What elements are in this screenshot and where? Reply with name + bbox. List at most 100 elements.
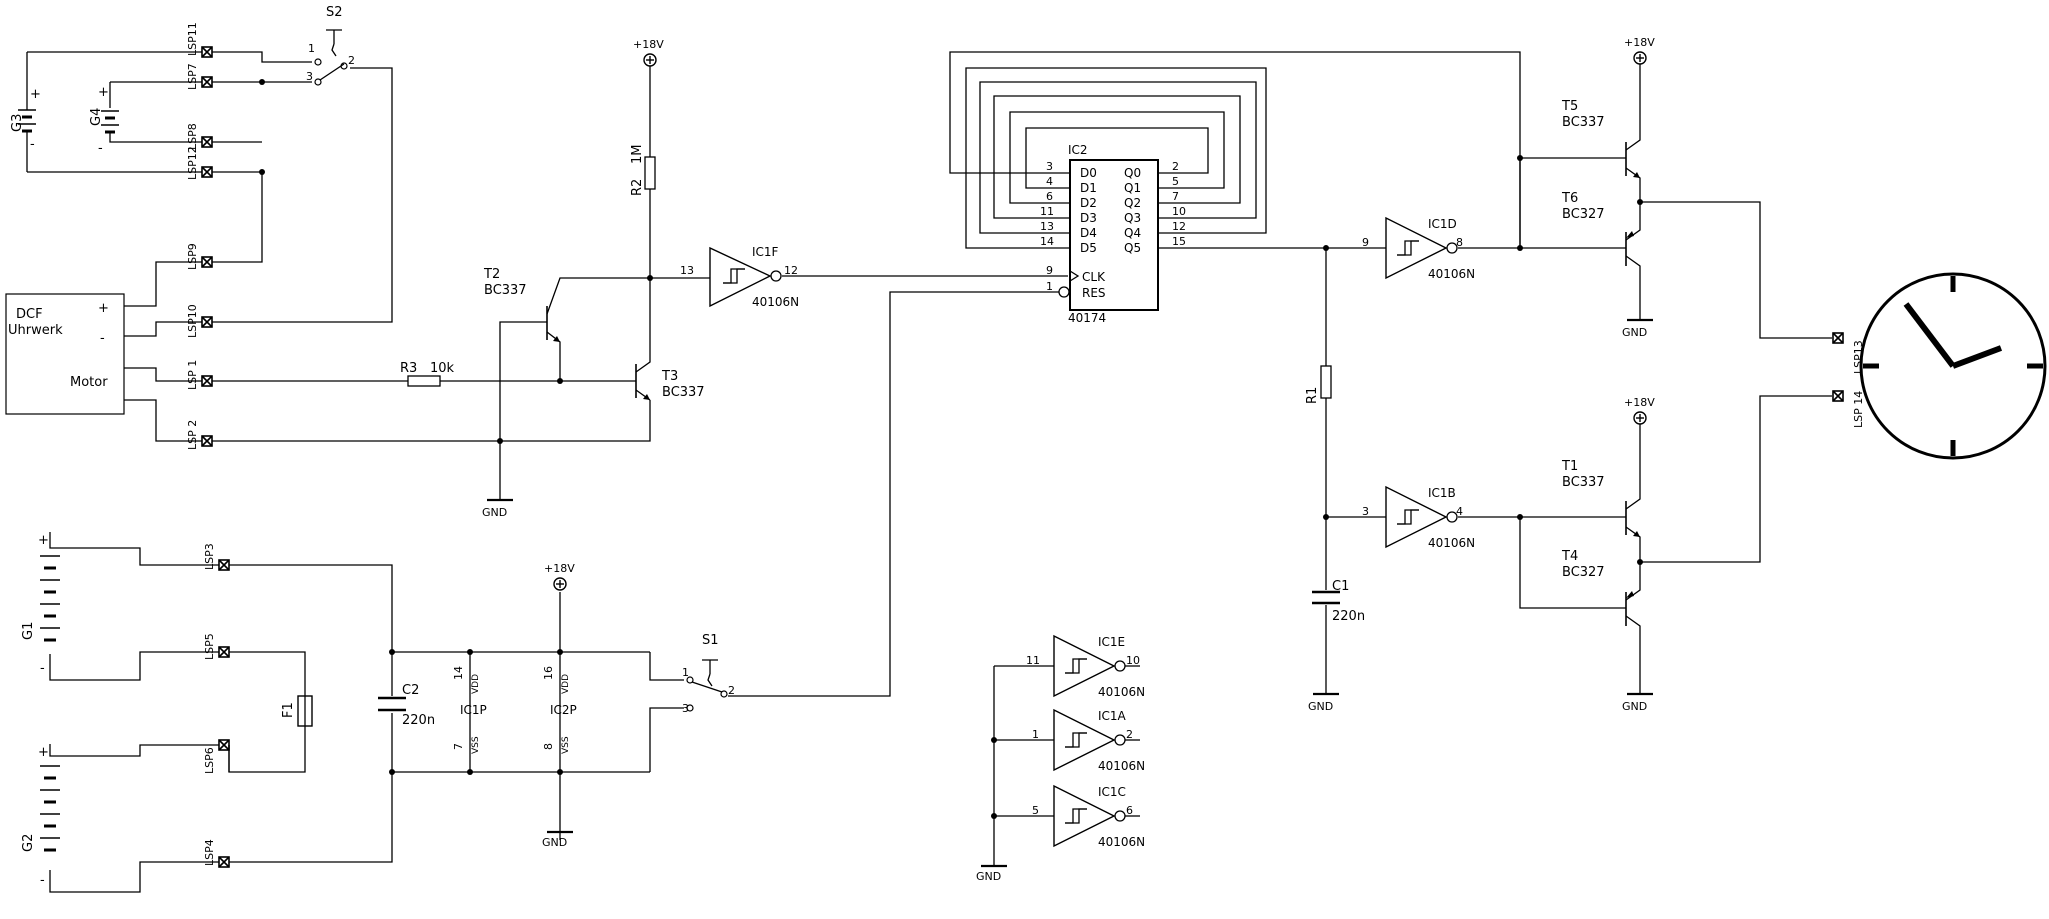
t6-type: BC327 [1562,207,1605,222]
transistor-t3: T3 BC337 [632,278,705,401]
gnd-label-c1: GND [1308,700,1333,713]
ic2-pin6: 6 [1046,190,1053,203]
ic2-pin1: 1 [1046,280,1053,293]
ic1c-pin6: 6 [1126,804,1133,817]
ic1a-label: IC1A [1098,709,1127,723]
inverter-ic1d: IC1D 40106N 9 8 [1362,216,1475,281]
ic2-d3: D3 [1080,211,1097,225]
label-lsp12: LSP12 [186,146,199,180]
dcf-plus: + [98,301,109,316]
ic1d-pin9: 9 [1362,236,1369,249]
ic1p-vss: VSS [471,736,481,754]
ic1e-label: IC1E [1098,635,1125,649]
label-lsp2: LSP 2 [186,420,199,450]
r2-value: 1M [630,145,645,165]
g4-plus: + [98,85,109,100]
label-lsp6: LSP6 [203,747,216,774]
battery-g3: G3 + - [10,51,190,173]
capacitor-c2: C2 220n [378,683,435,728]
ic2-d4: D4 [1080,226,1097,240]
c2-value: 220n [402,713,435,728]
s1-pin1: 1 [682,666,689,679]
transistor-t5: T5 BC337 [1561,64,1641,202]
r3-label: R3 [400,361,417,376]
label-lsp11: LSP11 [186,22,199,56]
c1-value: 220n [1332,609,1365,624]
g1-plus: + [38,533,49,548]
ic2-q0: Q0 [1124,166,1141,180]
ic1c-part: 40106N [1098,835,1145,849]
ic2p-pin8: 8 [542,743,555,750]
t4-type: BC327 [1562,565,1605,580]
label-lsp7: LSP7 [186,63,199,90]
transistor-t4: T4 BC327 [1561,549,1641,694]
resistor-r3: R3 10k [400,361,455,387]
label-s1: S1 [702,633,719,648]
ic2-pin10: 10 [1172,205,1186,218]
ic2-pin14: 14 [1040,235,1054,248]
gnd-label-supply: GND [542,836,567,849]
ic2p-vdd: VDD [561,674,571,694]
ic2-pin7: 7 [1172,190,1179,203]
g1-minus: - [40,661,45,676]
inverter-ic1c: IC1C 40106N 5 6 [1032,784,1145,849]
ic2-q4: Q4 [1124,226,1141,240]
transistor-t1: T1 BC337 [1561,424,1641,562]
ic2-d1: D1 [1080,181,1097,195]
inverter-ic1b: IC1B 40106N 3 4 [1362,485,1475,550]
ic1c-label: IC1C [1098,785,1126,799]
ic2-d2: D2 [1080,196,1097,210]
t5-label: T5 [1561,99,1578,114]
f1-label: F1 [281,702,296,718]
switch-s2: S2 1 2 3 [306,5,355,86]
ic2-pin11: 11 [1040,205,1054,218]
ic1a-part: 40106N [1098,759,1145,773]
t4-label: T4 [1561,549,1578,564]
ic1b-pin3: 3 [1362,505,1369,518]
ic2-res: RES [1082,286,1106,300]
t1-type: BC337 [1562,475,1605,490]
ic2-pin4: 4 [1046,175,1053,188]
ic2-pin13: 13 [1040,220,1054,233]
ic1e-part: 40106N [1098,685,1145,699]
ic1b-pin4: 4 [1456,505,1463,518]
gnd-label-t4: GND [1622,700,1647,713]
motor-label: Motor [70,375,108,390]
label-g3: G3 [10,114,25,132]
g2-minus: - [40,873,45,888]
label-lsp3: LSP3 [203,543,216,570]
label-g2: G2 [21,834,36,852]
ic1f-pin13: 13 [680,264,694,277]
ic1-power-pins: 14 VDD IC1P 7 VSS [452,649,487,775]
ic1d-pin8: 8 [1456,236,1463,249]
ic1e-pin11: 11 [1026,654,1040,667]
ic1c-pin5: 5 [1032,804,1039,817]
ic2-pin15: 15 [1172,235,1186,248]
ic2-pin5: 5 [1172,175,1179,188]
ic2-pin9: 9 [1046,264,1053,277]
label-lsp1: LSP 1 [186,360,199,390]
label-lsp5: LSP5 [203,633,216,660]
t6-label: T6 [1561,191,1578,206]
v18-label-t1: +18V [1624,396,1655,409]
ic2p-label: IC2P [550,703,577,717]
ic1a-pin1: 1 [1032,728,1039,741]
ic1d-label: IC1D [1428,217,1457,231]
gnd-label-t6: GND [1622,326,1647,339]
ic2-pin3: 3 [1046,160,1053,173]
s2-pin1: 1 [308,42,315,55]
g3-plus: + [30,87,41,102]
battery-g4: G4 + - [89,81,190,156]
gnd-label-unused: GND [976,870,1001,883]
ic2-label: IC2 [1068,143,1088,157]
s1-pin2: 2 [728,684,735,697]
ic1f-label: IC1F [752,245,779,259]
label-lsp9: LSP9 [186,243,199,270]
label-s2: S2 [326,5,343,20]
label-lsp4: LSP4 [203,839,216,866]
battery-g1: G1 + - [21,532,212,681]
ic1a-pin2: 2 [1126,728,1133,741]
ic2p-pin16: 16 [542,666,555,680]
dcf-clock-module: DCF Uhrwerk + - Motor [5,293,125,415]
